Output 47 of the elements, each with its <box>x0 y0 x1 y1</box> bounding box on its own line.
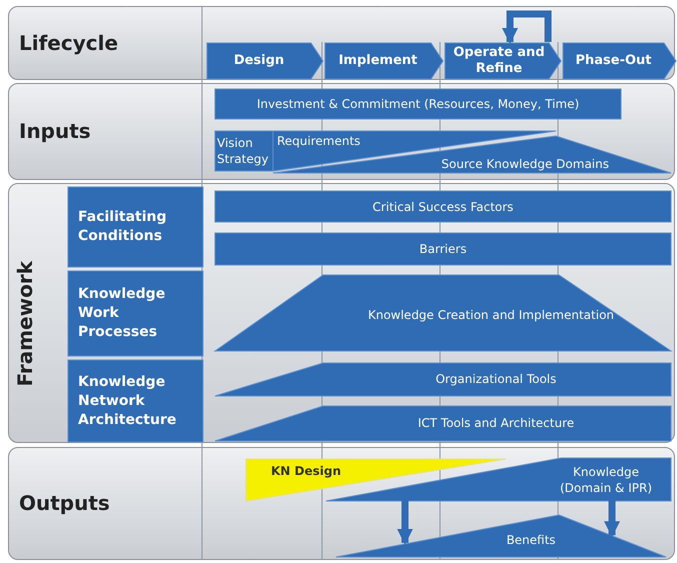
row-heading: Facilitating Conditions <box>78 208 168 246</box>
section-band <box>8 83 675 180</box>
section-band <box>8 183 675 443</box>
triangle-block <box>336 515 666 557</box>
label-text: Requirements <box>277 133 362 149</box>
arrow <box>604 500 620 538</box>
label-text: Organizational Tools <box>434 371 558 388</box>
row-heading: Knowledge Work Processes <box>78 285 166 342</box>
label-text: Investment & Commitment (Resources, Money, Time) <box>256 96 580 113</box>
label-text: Benefits <box>505 532 557 549</box>
label-text: Design <box>232 52 286 70</box>
section-band <box>8 6 675 80</box>
arrow <box>397 500 413 545</box>
label-text: Operate and Refine <box>452 44 546 78</box>
label-text: Vision Strategy <box>217 135 270 168</box>
wedge-shape <box>273 136 671 173</box>
label-text: Implement <box>338 52 418 70</box>
row-header-block <box>68 271 203 356</box>
phase-block <box>207 43 323 79</box>
section-heading: Outputs <box>19 491 110 515</box>
row-header-block <box>68 360 203 442</box>
phase-block <box>445 43 561 79</box>
banner-bar <box>215 191 671 222</box>
banner-bar <box>215 233 671 265</box>
row-header-block <box>68 187 203 267</box>
label-text: ICT Tools and Architecture <box>416 415 576 432</box>
label-text: Knowledge (Domain & IPR) <box>558 464 654 497</box>
label-text: KN Design <box>271 463 342 479</box>
ramp-bar <box>215 363 671 396</box>
label-text: Knowledge Creation and Implementation <box>366 307 616 324</box>
wedge-shape <box>246 459 506 501</box>
label-text: Critical Success Factors <box>372 198 514 216</box>
ramp-bar <box>215 406 671 441</box>
trapezoid-block <box>215 275 671 351</box>
label-text: Barriers <box>418 241 468 258</box>
section-heading: Lifecycle <box>19 31 118 55</box>
banner-bar <box>215 89 621 119</box>
section-band <box>8 447 675 560</box>
wedge-shape <box>273 131 556 171</box>
section-heading: Inputs <box>19 119 91 143</box>
label-text: Phase-Out <box>574 52 653 70</box>
label-text: Source Knowledge Domains <box>440 156 609 172</box>
arrow <box>502 10 552 44</box>
row-heading: Knowledge Network Architecture <box>78 372 178 430</box>
section-heading: Framework <box>13 261 37 387</box>
phase-block <box>563 43 676 79</box>
phase-block <box>325 43 443 79</box>
